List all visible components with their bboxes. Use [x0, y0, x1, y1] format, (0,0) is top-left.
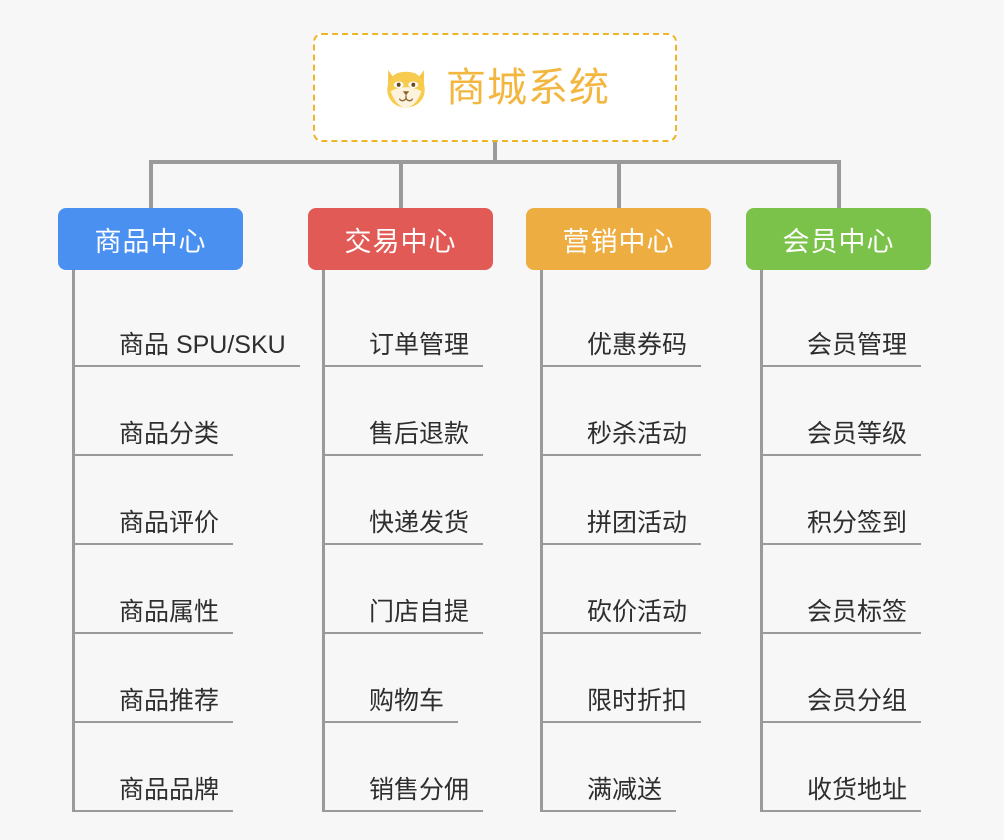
list-item[interactable]: 购物车 [324, 634, 518, 723]
list-item[interactable]: 订单管理 [324, 278, 518, 367]
leaf-label: 收货地址 [762, 776, 922, 812]
list-item[interactable]: 会员等级 [762, 367, 956, 456]
category-column-trade: 交易中心 订单管理 售后退款 快递发货 门店自提 购物车 销售分佣 [308, 208, 518, 812]
list-item[interactable]: 销售分佣 [324, 723, 518, 812]
list-item[interactable]: 售后退款 [324, 367, 518, 456]
leaf-label: 会员等级 [762, 420, 922, 456]
list-item[interactable]: 商品评价 [74, 456, 308, 545]
leaf-label: 商品品牌 [74, 776, 234, 812]
connector-drop-2 [399, 160, 403, 208]
root-title: 商城系统 [446, 65, 610, 110]
leaf-label: 积分签到 [762, 509, 922, 545]
leaf-list-member: 会员管理 会员等级 积分签到 会员标签 会员分组 收货地址 [760, 270, 956, 812]
leaf-list-trade: 订单管理 售后退款 快递发货 门店自提 购物车 销售分佣 [322, 270, 518, 812]
category-column-member: 会员中心 会员管理 会员等级 积分签到 会员标签 会员分组 收货地址 [746, 208, 956, 812]
connector-drop-1 [149, 160, 153, 208]
leaf-label: 秒杀活动 [542, 420, 702, 456]
leaf-label: 限时折扣 [542, 687, 702, 723]
leaf-label: 商品推荐 [74, 687, 234, 723]
list-item[interactable]: 商品属性 [74, 545, 308, 634]
leaf-label: 商品分类 [74, 420, 234, 456]
category-header-label: 交易中心 [344, 226, 457, 257]
connector-horizontal-bus [149, 160, 841, 164]
leaf-list-marketing: 优惠券码 秒杀活动 拼团活动 砍价活动 限时折扣 满减送 [540, 270, 736, 812]
list-item[interactable]: 满减送 [542, 723, 736, 812]
root-node[interactable]: 商城系统 [313, 33, 677, 142]
connector-drop-4 [837, 160, 841, 208]
list-item[interactable]: 商品分类 [74, 367, 308, 456]
leaf-label: 商品属性 [74, 598, 234, 634]
category-column-product: 商品中心 商品 SPU/SKU 商品分类 商品评价 商品属性 商品推荐 商品品牌 [58, 208, 308, 812]
category-column-marketing: 营销中心 优惠券码 秒杀活动 拼团活动 砍价活动 限时折扣 满减送 [526, 208, 736, 812]
list-item[interactable]: 限时折扣 [542, 634, 736, 723]
category-header-label: 营销中心 [562, 226, 675, 257]
category-header-member[interactable]: 会员中心 [746, 208, 931, 270]
category-header-label: 会员中心 [782, 226, 895, 257]
list-item[interactable]: 商品推荐 [74, 634, 308, 723]
dog-face-icon [387, 69, 425, 107]
category-header-trade[interactable]: 交易中心 [308, 208, 493, 270]
leaf-label: 快递发货 [324, 509, 484, 545]
leaf-label: 订单管理 [324, 331, 484, 367]
list-item[interactable]: 会员分组 [762, 634, 956, 723]
list-item[interactable]: 会员标签 [762, 545, 956, 634]
leaf-label: 商品评价 [74, 509, 234, 545]
leaf-label: 商品 SPU/SKU [75, 331, 300, 367]
list-item[interactable]: 商品品牌 [74, 723, 308, 812]
list-item[interactable]: 砍价活动 [542, 545, 736, 634]
leaf-label: 满减送 [542, 776, 677, 812]
list-item[interactable]: 拼团活动 [542, 456, 736, 545]
leaf-label: 售后退款 [324, 420, 484, 456]
leaf-label: 门店自提 [324, 598, 484, 634]
list-item[interactable]: 会员管理 [762, 278, 956, 367]
list-item[interactable]: 商品 SPU/SKU [75, 278, 308, 367]
list-item[interactable]: 积分签到 [762, 456, 956, 545]
leaf-label: 会员标签 [762, 598, 922, 634]
leaf-list-product: 商品 SPU/SKU 商品分类 商品评价 商品属性 商品推荐 商品品牌 [72, 270, 308, 812]
leaf-label: 优惠券码 [542, 331, 702, 367]
connector-root-stem [493, 142, 497, 163]
leaf-label: 销售分佣 [324, 776, 484, 812]
category-header-label: 商品中心 [94, 226, 207, 257]
leaf-label: 砍价活动 [542, 598, 702, 634]
leaf-label: 会员管理 [762, 331, 922, 367]
leaf-label: 会员分组 [762, 687, 922, 723]
list-item[interactable]: 收货地址 [762, 723, 956, 812]
leaf-label: 购物车 [324, 687, 459, 723]
list-item[interactable]: 门店自提 [324, 545, 518, 634]
list-item[interactable]: 秒杀活动 [542, 367, 736, 456]
category-header-marketing[interactable]: 营销中心 [526, 208, 711, 270]
leaf-label: 拼团活动 [542, 509, 702, 545]
list-item[interactable]: 快递发货 [324, 456, 518, 545]
connector-drop-3 [617, 160, 621, 208]
list-item[interactable]: 优惠券码 [542, 278, 736, 367]
category-header-product[interactable]: 商品中心 [58, 208, 243, 270]
